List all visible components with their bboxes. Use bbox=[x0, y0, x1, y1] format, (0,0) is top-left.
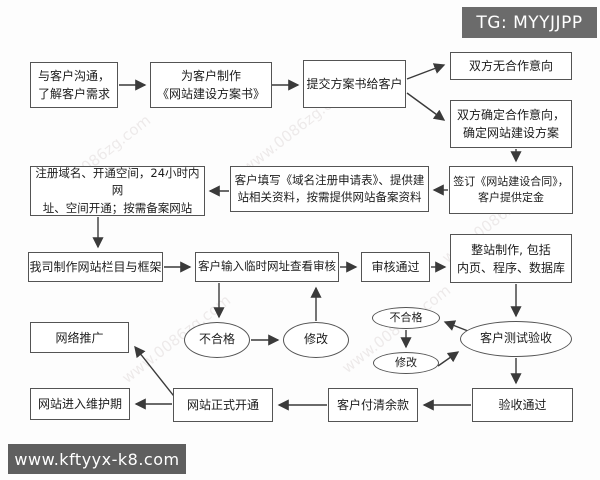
flow-node-register-domain: 注册域名、开通空间，24小时内网 址、空间开通；按需备案网站 bbox=[30, 166, 205, 216]
flow-node-communicate: 与客户沟通， 了解客户需求 bbox=[30, 62, 118, 108]
edge-submit-to-confirm-intent bbox=[406, 92, 446, 121]
flow-node-submit-proposal: 提交方案书给客户 bbox=[303, 60, 406, 108]
flow-node-full-build: 整站制作, 包括 内页、程序、数据库 bbox=[450, 234, 572, 283]
flow-node-sign-contract: 签订《网站建设合同》， 客户提供定金 bbox=[449, 166, 573, 214]
flow-node-launch: 网站正式开通 bbox=[173, 388, 273, 422]
flow-node-build-frame: 我司制作网站栏目与框架 bbox=[28, 252, 163, 282]
flow-node-make-proposal: 为客户制作 《网站建设方案书》 bbox=[150, 62, 272, 108]
flow-node-review-pass: 审核通过 bbox=[361, 252, 430, 282]
flow-node-accept-pass: 验收通过 bbox=[472, 388, 573, 422]
flow-node-maintenance: 网站进入维护期 bbox=[30, 388, 130, 420]
website-watermark-badge: www.kftyyx-k8.com bbox=[8, 444, 186, 474]
flow-node-fill-form: 客户填写《域名注册申请表》、提供建 站相关资料，按需提供网站备案资料 bbox=[230, 166, 429, 212]
flow-node-no-intent: 双方无合作意向 bbox=[450, 52, 572, 80]
flow-node-promotion: 网络推广 bbox=[30, 322, 129, 353]
flow-node-confirm-intent: 双方确定合作意向， 确定网站建设方案 bbox=[450, 100, 572, 148]
flow-node-client-test: 客户测试验收 bbox=[460, 321, 572, 357]
edge-revise2-to-client-test bbox=[437, 351, 460, 367]
flow-node-fail-review: 不合格 bbox=[184, 322, 250, 358]
flow-node-client-review: 客户输入临时网址查看审核 bbox=[195, 252, 339, 282]
edge-launch-to-promotion bbox=[134, 345, 178, 401]
flow-node-revise-test: 修改 bbox=[373, 352, 439, 374]
flow-node-revise-review: 修改 bbox=[283, 322, 349, 358]
edge-submit-to-no-intent bbox=[406, 63, 446, 80]
flow-node-fail-test: 不合格 bbox=[372, 307, 440, 329]
flow-node-pay-balance: 客户付清余款 bbox=[328, 388, 418, 422]
edge-client-test-to-fail2 bbox=[443, 320, 469, 332]
telegram-watermark-badge: TG: MYYJJPP bbox=[462, 7, 597, 38]
